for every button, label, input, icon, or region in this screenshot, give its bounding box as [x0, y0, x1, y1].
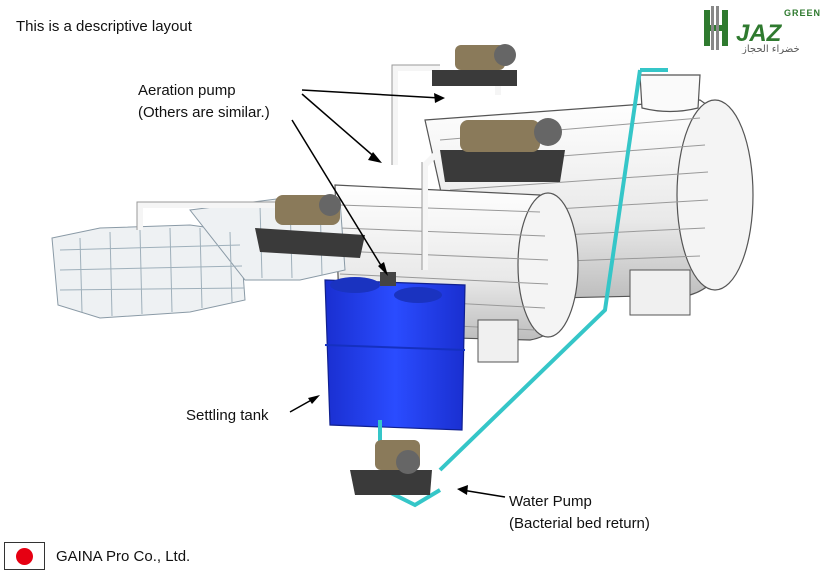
aeration-pump-unit-left — [255, 194, 365, 258]
aeration-pipes — [137, 65, 501, 270]
japan-flag-icon — [4, 542, 45, 570]
company-name: GAINA Pro Co., Ltd. — [56, 548, 191, 565]
water-pump-note: (Bacterial bed return) — [509, 515, 650, 532]
aeration-pump-unit-middle — [440, 118, 565, 182]
settling-tank-label: Settling tank — [186, 407, 269, 424]
aeration-pump-unit-top — [432, 44, 517, 86]
water-pump-label: Water Pump — [509, 493, 592, 510]
aeration-pump-note: (Others are similar.) — [138, 104, 270, 121]
page-title: This is a descriptive layout — [16, 18, 192, 35]
svg-text:GREEN: GREEN — [784, 8, 821, 18]
svg-text:JAZ: JAZ — [736, 20, 783, 47]
annotation-arrows — [289, 89, 506, 498]
green-hijaz-logo: JAZ GREEN خضراء الحجاز — [702, 4, 822, 55]
aeration-pump-label: Aeration pump — [138, 82, 236, 99]
water-pump-unit — [350, 440, 432, 495]
svg-text:خضراء الحجاز: خضراء الحجاز — [741, 44, 800, 54]
settling-tank — [324, 272, 466, 431]
